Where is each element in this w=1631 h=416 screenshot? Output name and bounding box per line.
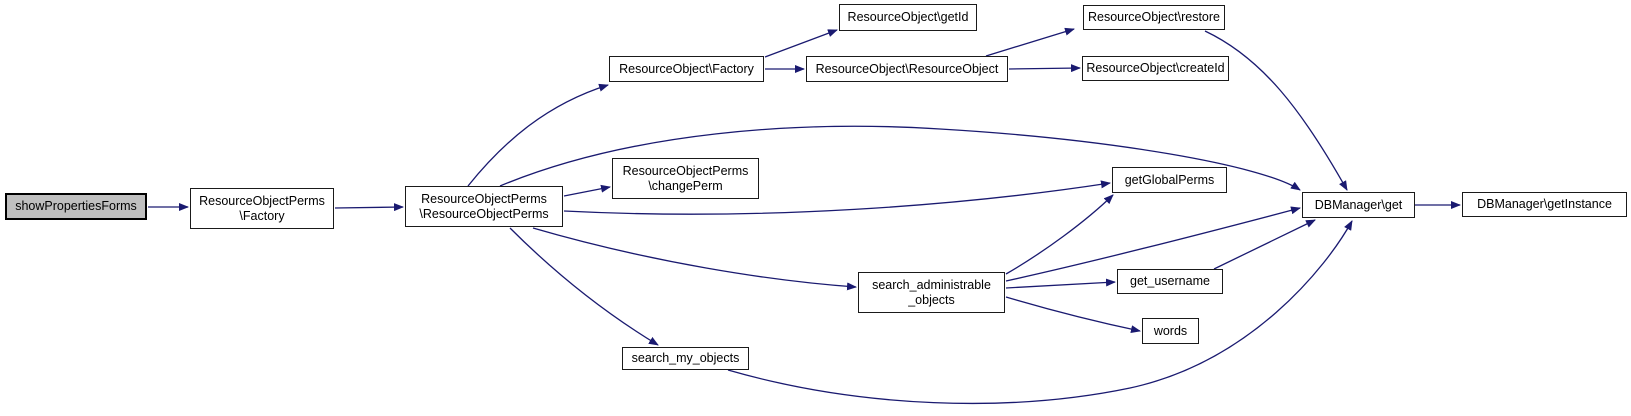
node-get-username[interactable]: get_username [1117, 269, 1223, 294]
edge-ro-ro-to-ro-restore [985, 27, 1075, 57]
edge-search-my-to-dbm-get [727, 220, 1353, 405]
node-resourceobject-getid[interactable]: ResourceObject\getId [839, 4, 977, 31]
edge-ro-ro-to-ro-createid [1008, 64, 1081, 73]
edge-search-admin-to-getglobalperms [1005, 194, 1114, 275]
node-resourceobjectperms-changeperm[interactable]: ResourceObjectPerms \changePerm [612, 158, 759, 199]
node-resourceobject-factory[interactable]: ResourceObject\Factory [609, 56, 764, 82]
node-words[interactable]: words [1142, 318, 1199, 344]
edge-ro-restore-to-dbm-get [1204, 30, 1348, 191]
edge-rop-rop-to-search-my [509, 227, 659, 346]
edge-get-username-to-dbm-get [1213, 219, 1316, 270]
node-dbmanager-getinstance[interactable]: DBManager\getInstance [1462, 192, 1627, 217]
node-showpropertiesforms[interactable]: showPropertiesForms [5, 193, 147, 220]
node-search-my-objects[interactable]: search_my_objects [622, 347, 749, 370]
edge-rop-rop-to-ro-factory [467, 83, 609, 187]
node-resourceobject-resourceobject[interactable]: ResourceObject\ResourceObject [806, 56, 1008, 82]
edge-rop-rop-to-rop-changeperm [563, 184, 611, 197]
edge-rop-factory-to-rop-rop [334, 203, 404, 212]
node-resourceobject-restore[interactable]: ResourceObject\restore [1083, 5, 1225, 30]
node-dbmanager-get[interactable]: DBManager\get [1302, 192, 1415, 218]
edge-rop-rop-to-dbm-get [499, 125, 1301, 191]
edge-rop-rop-to-search-admin [532, 227, 857, 291]
edge-rop-rop-to-getglobalperms [563, 180, 1111, 215]
edge-ro-factory-to-ro-getid [764, 29, 838, 58]
node-resourceobjectperms-resourceobjectperms[interactable]: ResourceObjectPerms \ResourceObjectPerms [405, 186, 563, 227]
node-resourceobject-createid[interactable]: ResourceObject\createId [1082, 56, 1229, 81]
node-resourceobjectperms-factory[interactable]: ResourceObjectPerms \Factory [190, 188, 334, 229]
node-getglobalperms[interactable]: getGlobalPerms [1112, 167, 1227, 193]
node-search-administrable-objects[interactable]: search_administrable _objects [858, 272, 1005, 313]
edge-search-admin-to-words [1005, 296, 1141, 334]
edge-search-admin-to-get-username [1005, 278, 1116, 289]
edge-search-admin-to-dbm-get [1005, 206, 1301, 282]
